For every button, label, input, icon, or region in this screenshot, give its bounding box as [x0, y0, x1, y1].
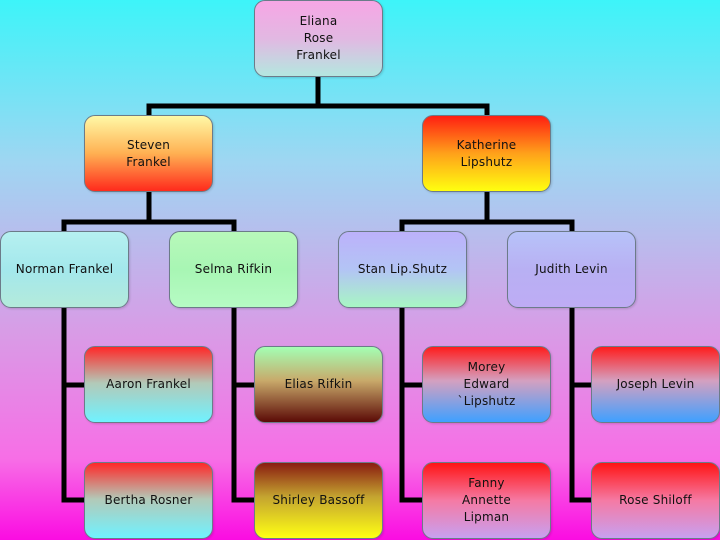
node-eliana-rose-frankel[interactable]: Eliana Rose Frankel — [254, 0, 383, 77]
node-label: Norman Frankel — [15, 262, 114, 276]
node-label: Selma Rifkin — [194, 262, 273, 276]
connector-norman-to-parents — [61, 305, 87, 503]
node-label: Shirley Bassoff — [272, 493, 365, 507]
node-label: Stan Lip.Shutz — [357, 262, 448, 276]
connector-judith-to-parents — [569, 305, 595, 503]
connector-katherine-to-children — [399, 189, 575, 235]
node-steven-frankel[interactable]: Steven Frankel — [84, 115, 213, 192]
node-label: Elias Rifkin — [284, 377, 353, 391]
node-norman-frankel[interactable]: Norman Frankel — [0, 231, 129, 308]
node-selma-rifkin[interactable]: Selma Rifkin — [169, 231, 298, 308]
node-judith-levin[interactable]: Judith Levin — [507, 231, 636, 308]
node-label: Aaron Frankel — [106, 377, 191, 391]
connector-root-to-parents — [146, 74, 490, 119]
node-label: Joseph Levin — [616, 377, 695, 391]
node-label: Morey Edward `Lipshutz — [457, 360, 516, 408]
node-shirley-bassoff[interactable]: Shirley Bassoff — [254, 462, 383, 539]
node-label: Fanny Annette Lipman — [462, 476, 511, 524]
node-label: Steven Frankel — [126, 137, 171, 169]
connector-steven-to-children — [61, 189, 237, 235]
node-morey-edward-lipshutz[interactable]: Morey Edward `Lipshutz — [422, 346, 551, 423]
node-label: Judith Levin — [535, 262, 608, 276]
node-label: Eliana Rose Frankel — [296, 14, 341, 62]
connector-stan-to-parents — [399, 305, 425, 503]
node-rose-shiloff[interactable]: Rose Shiloff — [591, 462, 720, 539]
node-aaron-frankel[interactable]: Aaron Frankel — [84, 346, 213, 423]
connector-selma-to-parents — [231, 305, 257, 503]
node-label: Rose Shiloff — [619, 493, 692, 507]
node-joseph-levin[interactable]: Joseph Levin — [591, 346, 720, 423]
node-stan-lipshutz[interactable]: Stan Lip.Shutz — [338, 231, 467, 308]
node-elias-rifkin[interactable]: Elias Rifkin — [254, 346, 383, 423]
node-label: Bertha Rosner — [104, 493, 193, 507]
node-katherine-lipshutz[interactable]: Katherine Lipshutz — [422, 115, 551, 192]
node-fanny-annette-lipman[interactable]: Fanny Annette Lipman — [422, 462, 551, 539]
node-label: Katherine Lipshutz — [456, 137, 517, 169]
node-bertha-rosner[interactable]: Bertha Rosner — [84, 462, 213, 539]
